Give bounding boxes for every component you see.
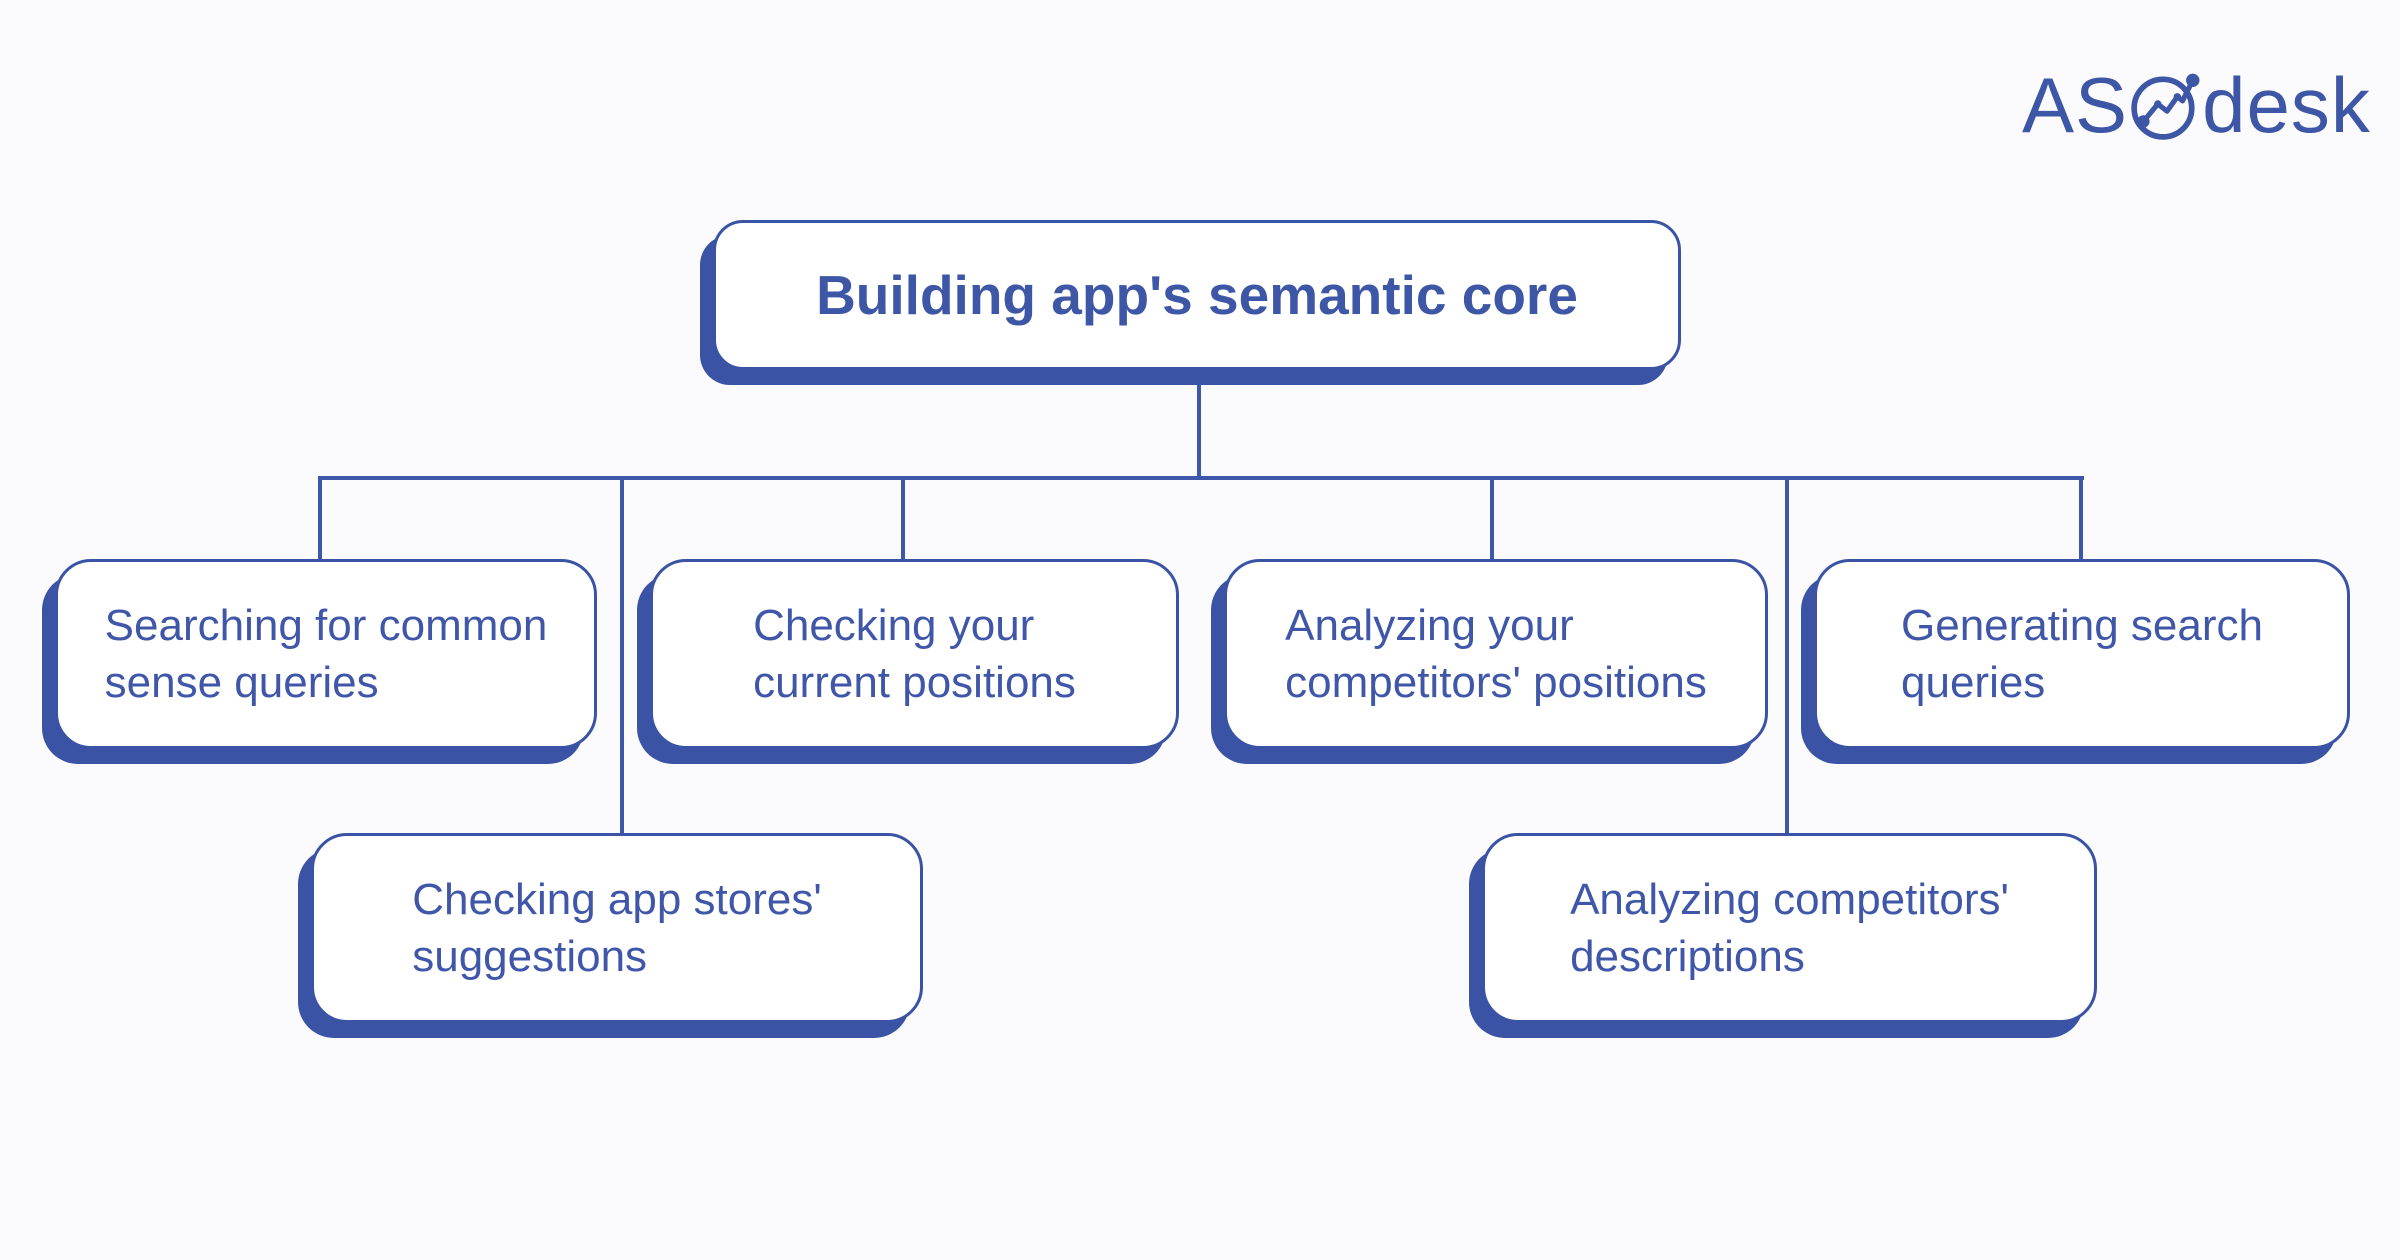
diagram-node-analyzing-competitors-positions: Analyzing your competitors' positions bbox=[1224, 559, 1768, 749]
node-label: Analyzing competitors' descriptions bbox=[1570, 875, 2009, 981]
node-label: Generating search queries bbox=[1901, 601, 2263, 707]
diagram-node-root: Building app's semantic core bbox=[713, 220, 1681, 370]
logo-text-before: AS bbox=[2022, 61, 2129, 149]
connector-drop-generating-search-queries bbox=[2079, 478, 2083, 563]
node-label: Checking app stores' suggestions bbox=[412, 875, 822, 981]
connector-horizontal-rail bbox=[318, 476, 2084, 480]
root-node-label: Building app's semantic core bbox=[816, 263, 1578, 326]
connector-drop-competitors-positions bbox=[1490, 478, 1494, 563]
diagram-node-analyzing-competitors-descriptions: Analyzing competitors' descriptions bbox=[1482, 833, 2097, 1023]
connector-drop-current-positions bbox=[901, 478, 905, 563]
connector-drop-competitors-descriptions bbox=[1785, 478, 1789, 837]
node-label: Searching for common sense queries bbox=[104, 601, 548, 707]
asodesk-logo: AS desk bbox=[2022, 66, 2371, 144]
diagram-node-searching-common-sense-queries: Searching for common sense queries bbox=[55, 559, 597, 749]
diagram-node-generating-search-queries: Generating search queries bbox=[1814, 559, 2350, 749]
trend-chart-in-circle-icon bbox=[2131, 73, 2200, 140]
connector-drop-app-stores-suggestions bbox=[620, 478, 624, 837]
node-label: Checking your current positions bbox=[753, 601, 1076, 707]
diagram-node-checking-app-stores-suggestions: Checking app stores' suggestions bbox=[311, 833, 923, 1023]
connector-drop-common-sense-queries bbox=[318, 478, 322, 563]
connector-root-stub bbox=[1197, 368, 1201, 478]
diagram-node-checking-current-positions: Checking your current positions bbox=[650, 559, 1179, 749]
logo-text-after: desk bbox=[2202, 61, 2371, 149]
node-label: Analyzing your competitors' positions bbox=[1285, 601, 1707, 707]
